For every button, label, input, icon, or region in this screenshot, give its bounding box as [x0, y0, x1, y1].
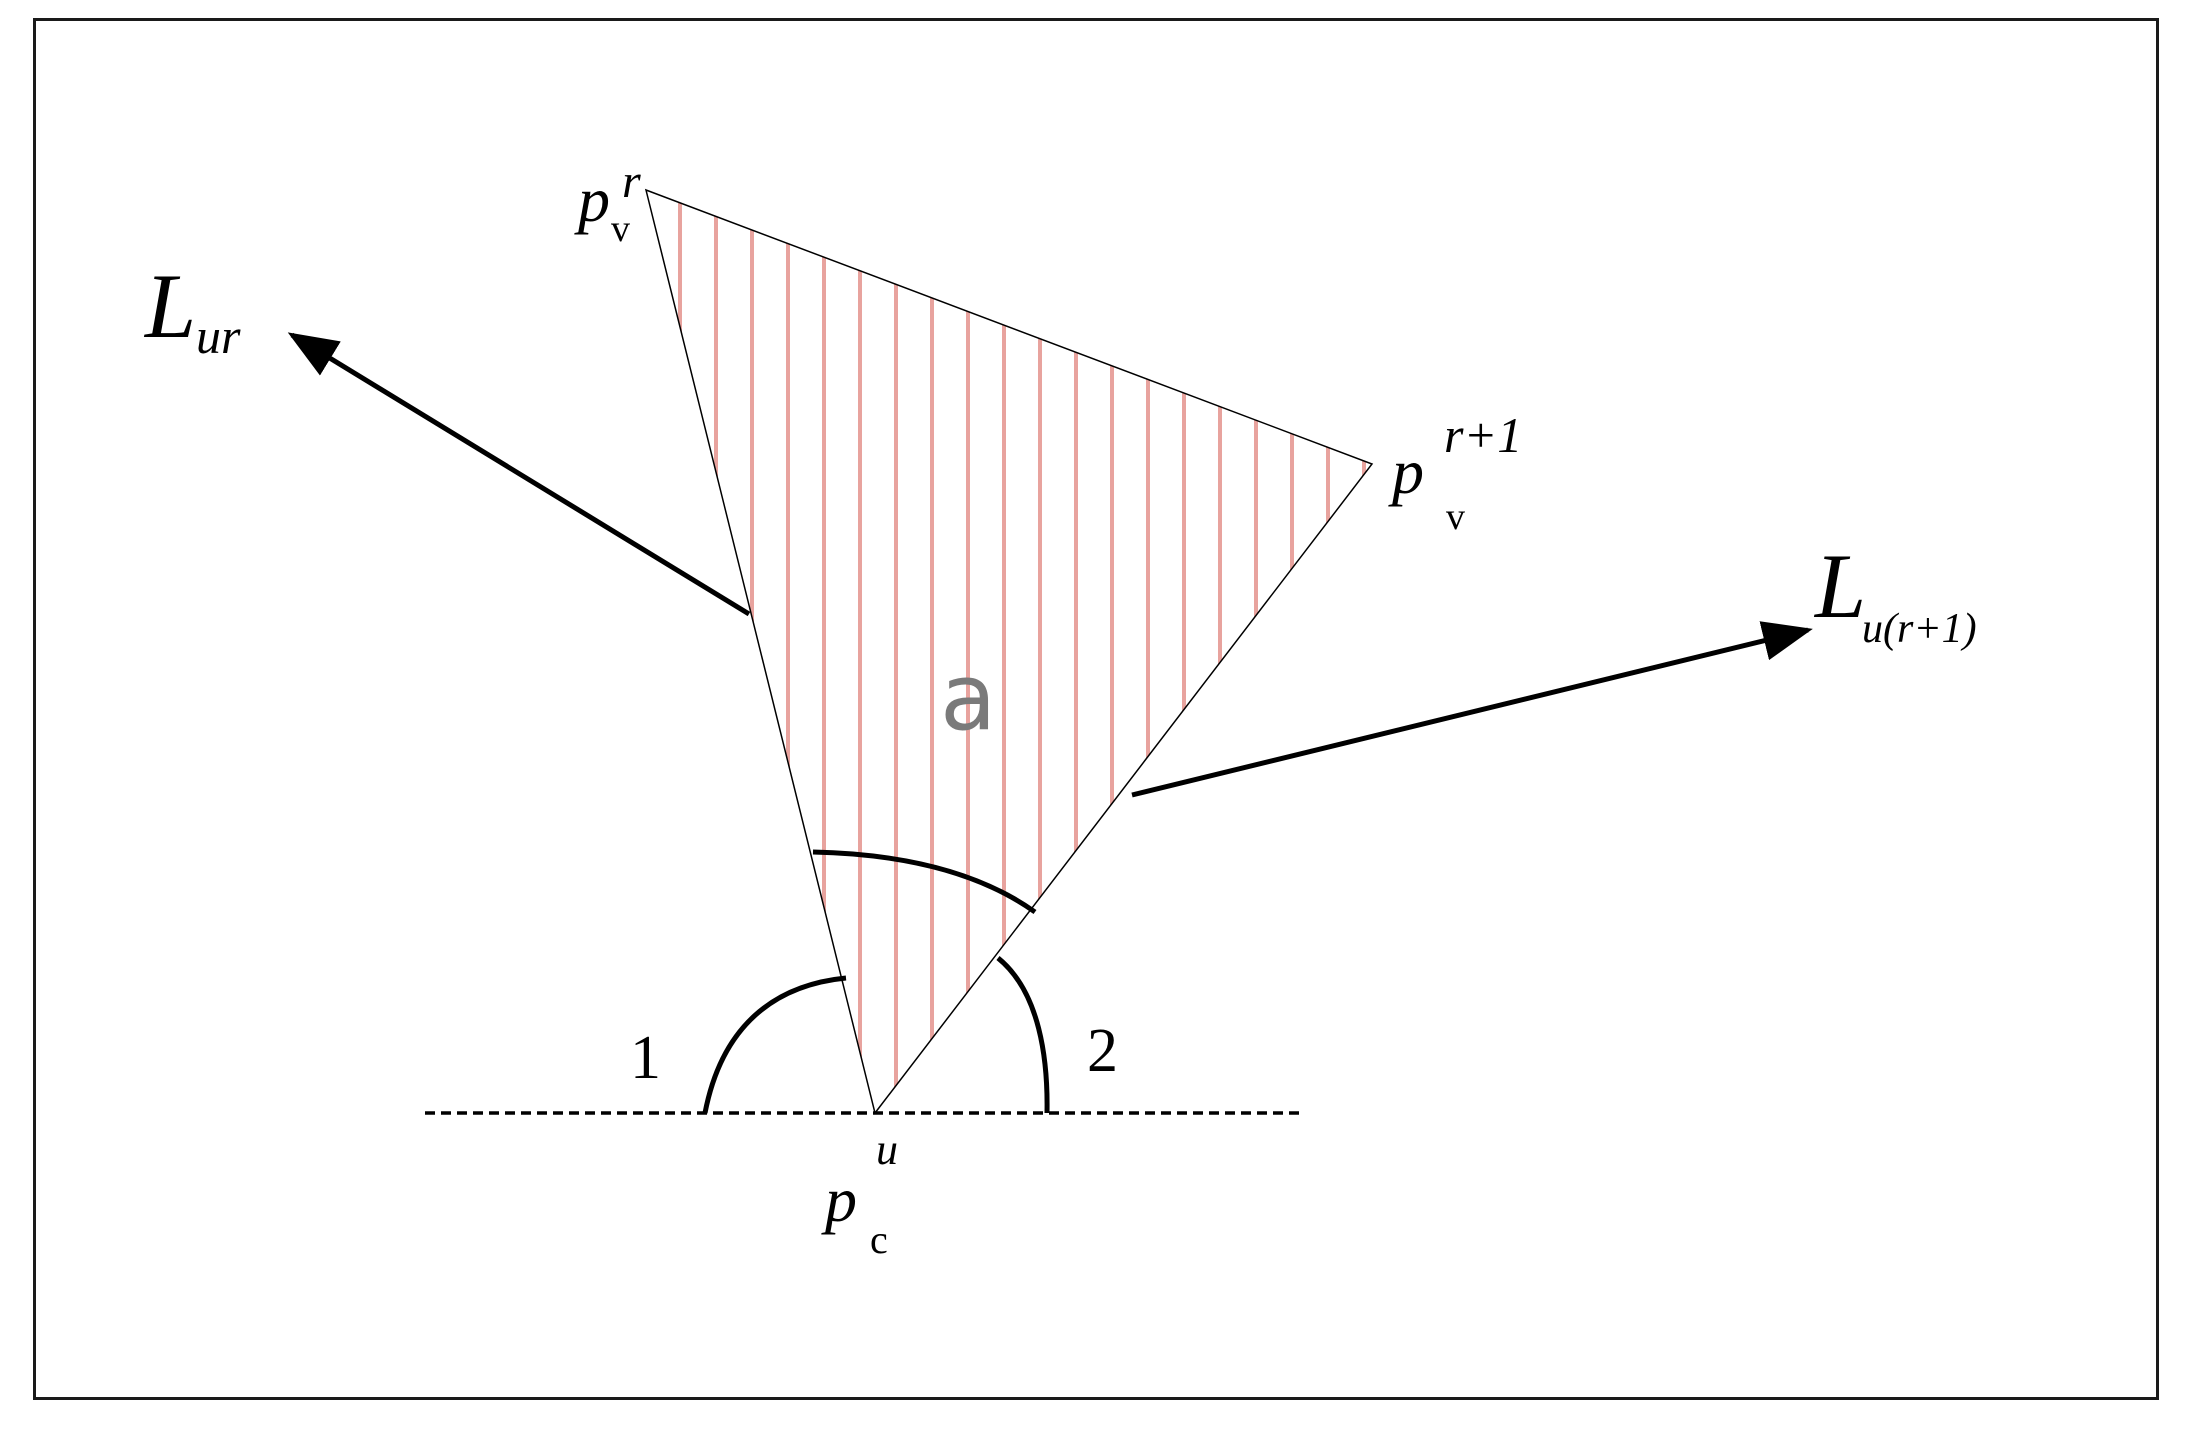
- angle-arc-2: [996, 956, 1050, 1114]
- area-label: a: [940, 644, 997, 751]
- arrow-l-u-r1: [1131, 621, 1813, 798]
- arrow-label-l-ur-sub: ur: [196, 308, 241, 364]
- vertex-label-pv-r1-sub: v: [1446, 496, 1465, 538]
- vertex-label-pv-r1-base: p: [1392, 436, 1424, 507]
- vertex-label-pv-r-base: p: [578, 164, 610, 235]
- figure-frame: [33, 18, 2159, 1400]
- vertex-label-pc-u-base: p: [825, 1164, 857, 1235]
- arrow-label-l-u-r1-sub: u(r+1): [1862, 606, 1977, 652]
- arrow-label-l-ur-base: L: [145, 255, 197, 357]
- angle-label-2: 2: [1087, 1017, 1118, 1085]
- vertex-label-pv-r-sub: v: [611, 208, 630, 250]
- angle-arc-a: [812, 849, 1037, 915]
- vertex-label-pc-u-sub: c: [870, 1217, 888, 1262]
- shaded-triangle: [644, 188, 1374, 1115]
- angle-arc-1: [702, 975, 847, 1114]
- arrow-l-ur: [287, 332, 751, 617]
- vertex-label-pv-r-sup: r: [622, 155, 641, 208]
- angle-label-1: 1: [630, 1024, 661, 1092]
- arrow-label-l-u-r1-base: L: [1815, 535, 1867, 637]
- vertex-label-pc-u-sup: u: [876, 1125, 898, 1174]
- vertex-label-pv-r1-sup: r+1: [1444, 407, 1523, 463]
